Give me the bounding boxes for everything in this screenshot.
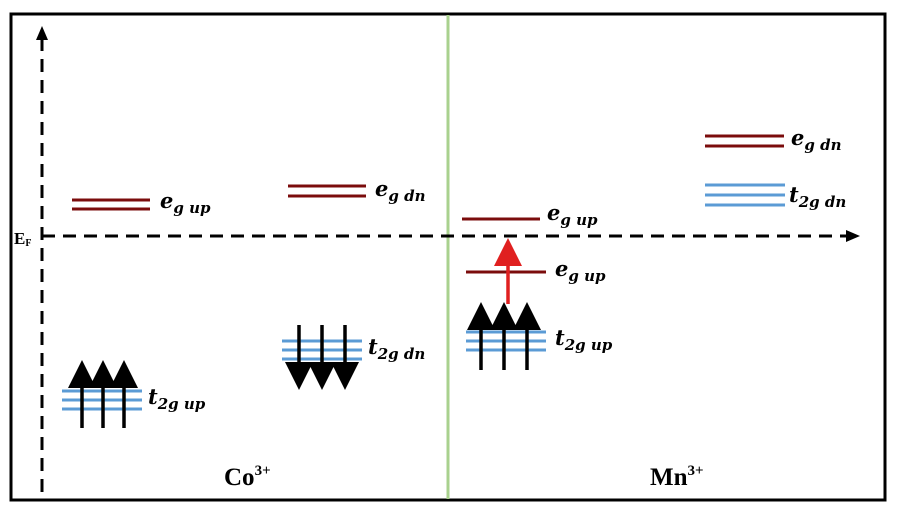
mn-t2g-up-level <box>466 330 546 352</box>
co-t2g-dn-spin-arrows <box>285 325 359 390</box>
mn-ion-label: Mn3+ <box>650 463 704 491</box>
mn-t2g-up-spin-arrows <box>467 302 541 370</box>
fermi-level-arrowhead <box>846 230 860 242</box>
co-t2g-dn-label: t2g dn <box>368 334 425 363</box>
mn-eg-dn-label: eg dn <box>791 125 841 154</box>
co-t2g-up-spin-arrows <box>68 360 138 428</box>
diagram-frame <box>9 12 887 502</box>
energy-axis-arrowhead <box>36 26 48 40</box>
co-eg-dn-level <box>288 184 366 198</box>
co-eg-dn-label: eg dn <box>375 176 425 205</box>
mn-t2g-dn-label: t2g dn <box>789 182 846 211</box>
co-eg-up-level <box>72 198 150 211</box>
co-t2g-up-label: t2g up <box>148 384 206 413</box>
mn-t2g-up-label: t2g up <box>555 325 613 354</box>
mn-eg-dn-level <box>705 134 784 148</box>
co-ion-label: Co3+ <box>224 463 271 491</box>
co-eg-up-label: eg up <box>160 188 211 217</box>
fermi-level-label: EF <box>14 229 31 249</box>
mn-eg-up-upper-label: eg up <box>547 200 598 229</box>
mn-t2g-dn-level <box>705 183 785 207</box>
mn-eg-up-lower-label: eg up <box>555 256 606 285</box>
